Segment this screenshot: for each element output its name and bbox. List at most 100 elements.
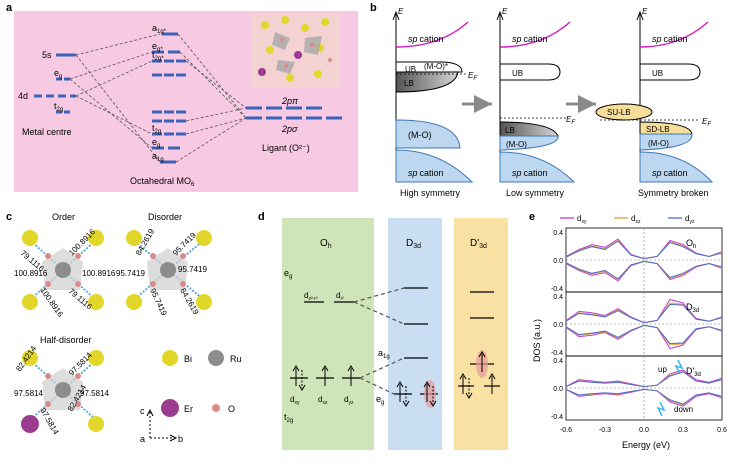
svg-text:dyz: dyz	[344, 395, 354, 406]
legend-label-dxz: dxz	[631, 214, 641, 225]
octahedron-half-disorder: Half-disorder 82.4214 97.5814 97.5814 97…	[14, 335, 109, 437]
svg-text:97.5814: 97.5814	[38, 407, 61, 437]
svg-text:eg: eg	[152, 137, 160, 149]
panel-e: e dxy dxz dyz 0.40.0-0.40.40.0-0.40.40.0…	[529, 211, 727, 450]
svg-text:a1g*: a1g*	[152, 23, 167, 35]
panel-a-label: a	[6, 2, 13, 14]
panel-a: a 5s eg 4d	[6, 2, 358, 192]
crystal-structure-image	[252, 14, 340, 88]
ligand-levels	[246, 106, 342, 120]
annotation-down: down	[674, 405, 693, 414]
column-oh	[282, 218, 374, 450]
y-tick-label: -0.4	[551, 350, 563, 357]
svg-text:97.5814: 97.5814	[80, 389, 109, 398]
svg-text:95.7419: 95.7419	[116, 269, 145, 278]
svg-text:E: E	[398, 7, 404, 16]
svg-text:b: b	[178, 434, 183, 444]
svg-text:dr²: dr²	[336, 291, 344, 302]
x-tick-label: 0.3	[678, 427, 688, 434]
svg-text:Disorder: Disorder	[148, 212, 182, 222]
svg-text:t2g*: t2g*	[152, 50, 164, 62]
svg-text:(M-O): (M-O)	[506, 140, 527, 149]
svg-text:EF: EF	[702, 117, 711, 128]
svg-text:eg: eg	[376, 394, 384, 406]
panel-c-label: c	[6, 211, 12, 223]
svg-text:dxz: dxz	[318, 395, 328, 406]
panel-b-label: b	[370, 2, 377, 14]
y-tick-label: -0.4	[551, 286, 563, 293]
subplot-label-oh: Oh	[686, 238, 696, 250]
y-tick-label: 0.4	[553, 294, 563, 301]
ligand-2psigma: 2pσ	[281, 124, 298, 134]
svg-text:t2g: t2g	[152, 123, 161, 135]
svg-text:97.5814: 97.5814	[67, 350, 94, 377]
panel-d: d Oh D3d D'3d eg dz²-r² dr² dxy dxz dyz …	[258, 211, 508, 450]
x-tick-label: 0.6	[717, 427, 727, 434]
ligand-caption: Ligant (O²⁻)	[262, 143, 310, 153]
svg-text:LB: LB	[505, 126, 515, 135]
svg-text:UB: UB	[652, 69, 663, 78]
svg-text:(M-O): (M-O)	[648, 139, 669, 148]
svg-text:UB: UB	[405, 65, 416, 74]
svg-text:95.7419: 95.7419	[178, 265, 207, 274]
mo-labels: a1g* eg* t2g* t2g eg a1g Octahedral MO6	[130, 23, 195, 188]
correlation-lines	[69, 33, 247, 163]
x-tick-label: -0.6	[560, 427, 572, 434]
t2g-electrons	[292, 365, 355, 391]
svg-text:dz²-r²: dz²-r²	[304, 291, 318, 302]
y-axis-label: DOS (a.u.)	[532, 319, 542, 362]
panel-e-label: e	[529, 211, 535, 223]
atom-legend: Bi Ru Er O	[161, 350, 242, 417]
legend-label-dyz: dyz	[685, 214, 695, 225]
y-tick-label: 0.4	[553, 358, 563, 365]
ligand-2ppi: 2pπ	[281, 96, 299, 106]
svg-text:95.7419: 95.7419	[171, 230, 198, 257]
x-tick-label: -0.3	[599, 427, 611, 434]
svg-text:Ru: Ru	[230, 354, 242, 364]
svg-text:a1g: a1g	[378, 348, 390, 360]
svg-text:eg: eg	[54, 68, 62, 80]
svg-text:eg*: eg*	[152, 41, 163, 53]
octahedron-disorder: Disorder 84.2619 95.7419 95.7419 95.7419…	[116, 212, 212, 318]
column-d3d-prime	[454, 218, 508, 450]
svg-text:a: a	[140, 434, 145, 444]
y-tick-label: 0.0	[553, 258, 563, 265]
svg-text:E: E	[642, 7, 648, 16]
octahedron-order: Order 79.1116 100.8916 100.8916 100.8916…	[14, 212, 116, 319]
y-tick-label: -0.4	[551, 414, 563, 421]
y-tick-label: 0.4	[553, 230, 563, 237]
svg-text:EF: EF	[566, 115, 575, 126]
svg-text:(M-O): (M-O)	[408, 130, 432, 140]
legend-label-dxy: dxy	[577, 214, 587, 225]
svg-text:(M-O)*: (M-O)*	[424, 62, 448, 71]
svg-text:Bi: Bi	[184, 354, 192, 364]
metal-5s-label: 5s	[42, 50, 52, 60]
svg-text:UB: UB	[512, 69, 523, 78]
mo-caption: Octahedral MO6	[130, 176, 195, 188]
svg-text:High symmetry: High symmetry	[400, 188, 461, 198]
panel-d-label: d	[258, 211, 265, 223]
svg-text:Symmetry broken: Symmetry broken	[638, 188, 709, 198]
svg-text:a1g: a1g	[152, 151, 164, 163]
svg-text:t2g: t2g	[284, 412, 293, 424]
svg-text:LB: LB	[404, 79, 414, 88]
svg-text:100.8916: 100.8916	[82, 269, 116, 278]
subplot-label-d3d: D3d	[686, 302, 699, 314]
split-lines	[353, 287, 405, 395]
svg-text:100.8916: 100.8916	[14, 269, 48, 278]
metal-levels: 5s eg 4d t2g Metal centre	[18, 50, 76, 137]
svg-text:SD-LB: SD-LB	[646, 125, 670, 134]
svg-text:95.7419: 95.7419	[148, 287, 169, 318]
chart-legend: dxy dxz dyz	[560, 214, 695, 225]
svg-text:Half-disorder: Half-disorder	[40, 335, 92, 345]
svg-text:Order: Order	[52, 212, 75, 222]
